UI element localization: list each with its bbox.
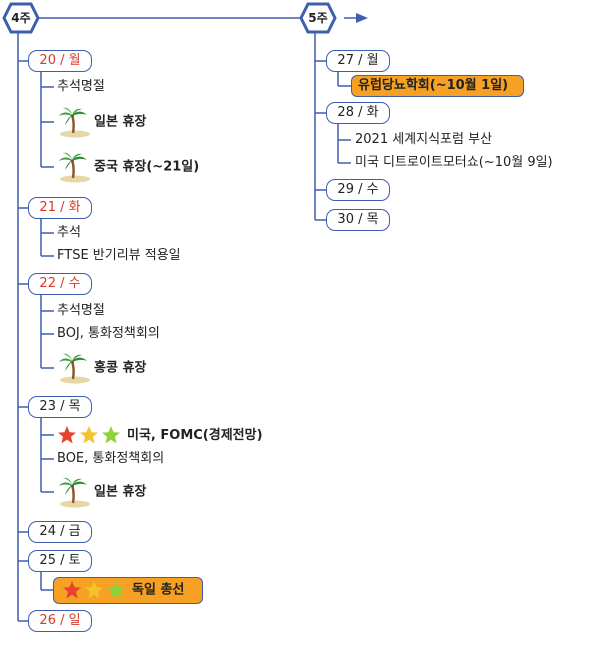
day-29: 29 / 수 — [326, 179, 390, 201]
day-26: 26 / 일 — [28, 610, 92, 632]
star-icon — [57, 425, 77, 445]
day-27: 27 / 월 — [326, 50, 390, 72]
event-easd-conference: 유럽당뇨학회(~10월 1일) — [351, 75, 524, 97]
day-21: 21 / 화 — [28, 197, 92, 219]
event-chuseok-holiday-22: 추석명절 — [57, 303, 105, 318]
event-world-knowledge-forum: 2021 세계지식포럼 부산 — [355, 132, 493, 147]
event-chuseok-21: 추석 — [57, 225, 81, 240]
palm-tree-icon — [57, 105, 91, 139]
event-label: 독일 총선 — [132, 582, 185, 598]
importance-stars — [62, 578, 128, 602]
day-30: 30 / 목 — [326, 209, 390, 231]
event-hongkong-market-closed: 홍콩 휴장 — [57, 351, 146, 386]
star-icon — [62, 580, 82, 600]
event-label: 중국 휴장(~21일) — [94, 159, 200, 175]
palm-tree-icon — [57, 351, 91, 385]
event-label: 일본 휴장 — [94, 484, 147, 500]
week-4-label: 4주 — [11, 11, 31, 25]
day-24: 24 / 금 — [28, 521, 92, 543]
event-ftse-review: FTSE 반기리뷰 적용일 — [57, 248, 181, 263]
event-boe-meeting: BOE, 통화정책회의 — [57, 451, 165, 466]
palm-tree-icon — [57, 150, 91, 184]
palm-tree-icon — [57, 475, 91, 509]
day-25: 25 / 토 — [28, 550, 92, 572]
star-icon — [106, 580, 126, 600]
event-label: 미국, FOMC(경제전망) — [127, 427, 263, 443]
star-icon — [79, 425, 99, 445]
event-detroit-motor-show: 미국 디트로이트모터쇼(~10월 9일) — [355, 155, 553, 170]
day-20: 20 / 월 — [28, 50, 92, 72]
day-28: 28 / 화 — [326, 102, 390, 124]
day-22: 22 / 수 — [28, 273, 92, 295]
week-5-node — [299, 2, 337, 34]
event-japan-market-closed-23: 일본 휴장 — [57, 475, 146, 510]
event-chuseok-holiday-20: 추석명절 — [57, 79, 105, 94]
event-german-election: 독일 총선 — [53, 577, 203, 604]
event-china-market-closed: 중국 휴장(~21일) — [57, 150, 199, 185]
star-icon — [101, 425, 121, 445]
star-icon — [84, 580, 104, 600]
week-4-node — [2, 2, 40, 34]
importance-stars — [57, 425, 123, 446]
event-label: 일본 휴장 — [94, 114, 147, 130]
event-boj-meeting: BOJ, 통화정책회의 — [57, 326, 160, 341]
event-label: 홍콩 휴장 — [94, 360, 147, 376]
day-23: 23 / 목 — [28, 396, 92, 418]
week-5-label: 5주 — [308, 11, 328, 25]
event-japan-market-closed-20: 일본 휴장 — [57, 105, 146, 140]
event-fomc: 미국, FOMC(경제전망) — [57, 425, 263, 446]
